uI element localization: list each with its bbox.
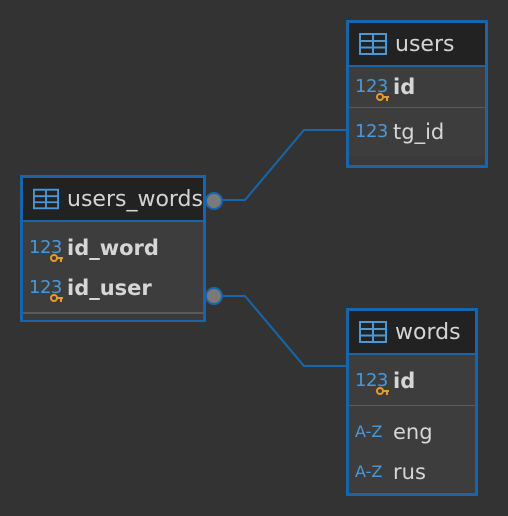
column-row[interactable]: 123 tg_id xyxy=(349,108,485,156)
numeric-type-icon: 123 xyxy=(29,276,63,302)
table-words-title: words xyxy=(395,319,461,345)
table-users-words-title: users_words xyxy=(67,186,203,212)
table-words-header[interactable]: words xyxy=(349,311,475,355)
column-row[interactable]: A-Z rus xyxy=(349,452,475,492)
key-icon xyxy=(50,294,63,302)
table-users[interactable]: users 123 id 123 tg_id xyxy=(346,20,488,168)
key-icon xyxy=(376,387,389,395)
column-name: rus xyxy=(393,460,426,484)
column-row[interactable]: 123 id_user xyxy=(23,268,203,308)
column-row[interactable]: 123 id xyxy=(349,361,475,401)
column-name: id xyxy=(393,369,416,393)
relation-line-users-words-to-users xyxy=(215,129,348,201)
numeric-type-icon: 123 xyxy=(355,121,388,142)
numeric-type-icon: 123 xyxy=(29,236,63,262)
column-row[interactable]: A-Z eng xyxy=(349,412,475,452)
table-users-words[interactable]: users_words 123 id_word 123 xyxy=(20,175,206,322)
column-name: eng xyxy=(393,420,433,444)
relation-endpoint-top[interactable] xyxy=(205,192,223,210)
table-grid-icon xyxy=(359,33,387,55)
table-users-header[interactable]: users xyxy=(349,23,485,67)
text-type-icon: A-Z xyxy=(355,462,383,481)
relation-line-users-words-to-words xyxy=(215,295,348,367)
table-users-title: users xyxy=(395,31,455,57)
columns-section: A-Z eng A-Z rus xyxy=(349,406,475,492)
column-row[interactable]: 123 id_word xyxy=(23,228,203,268)
column-name: id xyxy=(393,75,416,99)
column-name: id_user xyxy=(67,276,152,300)
numeric-type-icon: 123 xyxy=(355,369,389,395)
table-words[interactable]: words 123 id A-Z eng xyxy=(346,308,478,496)
columns-section: 123 tg_id xyxy=(349,108,485,156)
columns-section-empty xyxy=(23,313,203,320)
text-type-icon: A-Z xyxy=(355,422,383,441)
table-grid-icon xyxy=(33,188,59,210)
key-icon xyxy=(376,93,389,101)
numeric-type-icon: 123 xyxy=(355,75,389,101)
pk-section: 123 id xyxy=(349,355,475,406)
table-users-words-header[interactable]: users_words xyxy=(23,178,203,222)
table-grid-icon xyxy=(359,321,387,343)
column-name: id_word xyxy=(67,236,159,260)
pk-section: 123 id xyxy=(349,67,485,108)
column-name: tg_id xyxy=(393,120,445,144)
key-icon xyxy=(50,254,63,262)
pk-section: 123 id_word 123 xyxy=(23,222,203,313)
relation-endpoint-bottom[interactable] xyxy=(205,287,223,305)
column-row[interactable]: 123 id xyxy=(349,67,485,107)
